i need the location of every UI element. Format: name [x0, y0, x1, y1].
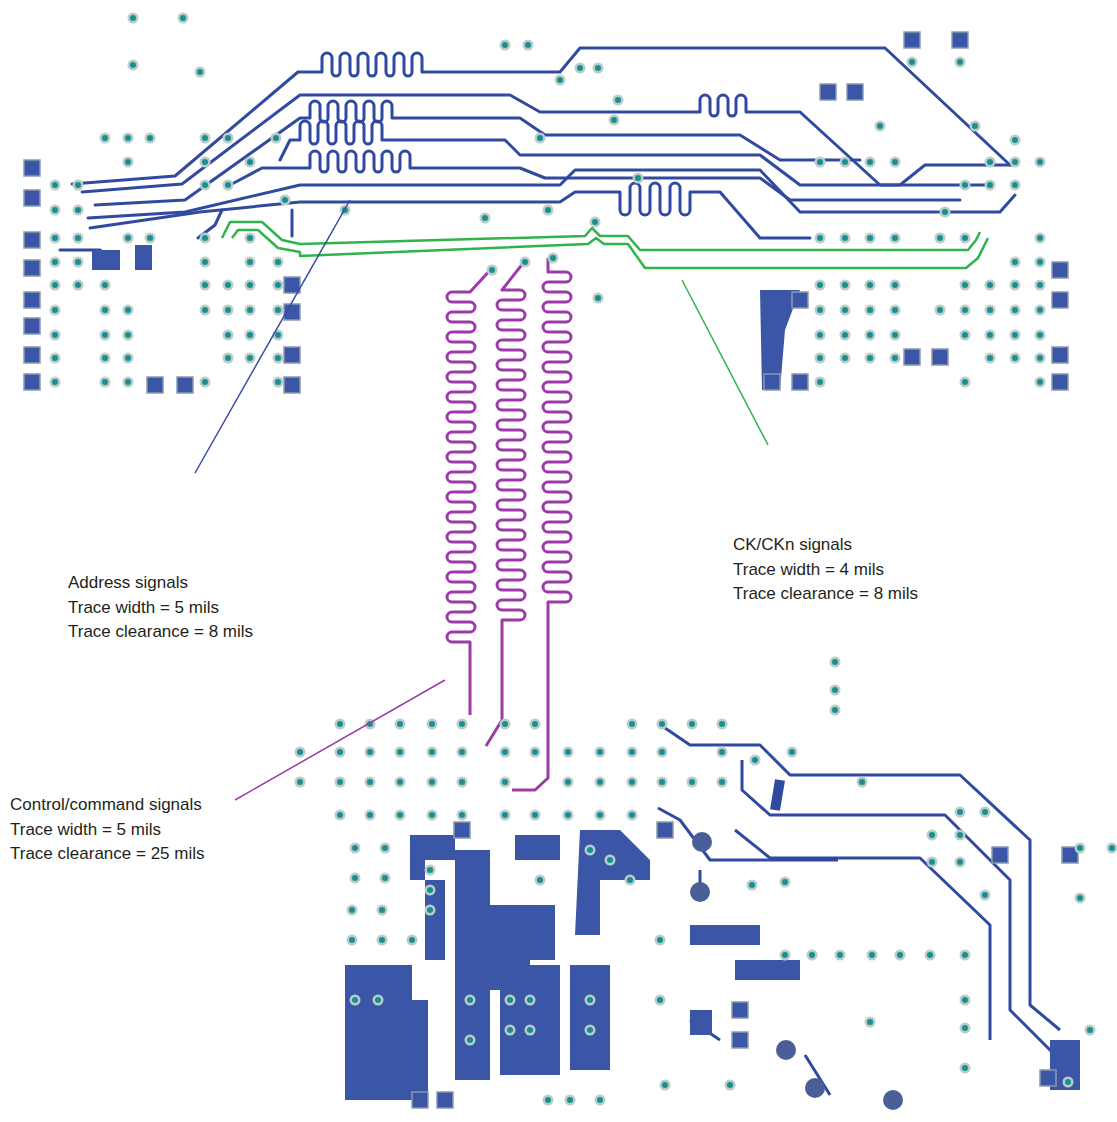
command-traces [447, 258, 571, 790]
callout-text: Address signals [68, 573, 188, 593]
callout-text: Trace width = 5 mils [68, 598, 219, 618]
callout-text: Trace clearance = 25 mils [10, 844, 204, 864]
callout-text: Trace clearance = 8 mils [733, 584, 918, 604]
copper-pours [92, 245, 1080, 1100]
lower-traces [658, 728, 1060, 1095]
callout-text: CK/CKn signals [733, 535, 852, 555]
copper-holes [690, 832, 903, 1110]
clock-traces [222, 222, 988, 268]
callout-text: Control/command signals [10, 795, 202, 815]
leader-line [195, 200, 350, 473]
address-traces [60, 48, 1015, 260]
callout-text: Trace width = 4 mils [733, 560, 884, 580]
leader-line [682, 280, 768, 445]
vias [50, 13, 1117, 1106]
callout-text: Trace clearance = 8 mils [68, 622, 253, 642]
leader-line [235, 680, 445, 800]
callout-text: Trace width = 5 mils [10, 820, 161, 840]
smd-pads [24, 32, 1078, 1108]
